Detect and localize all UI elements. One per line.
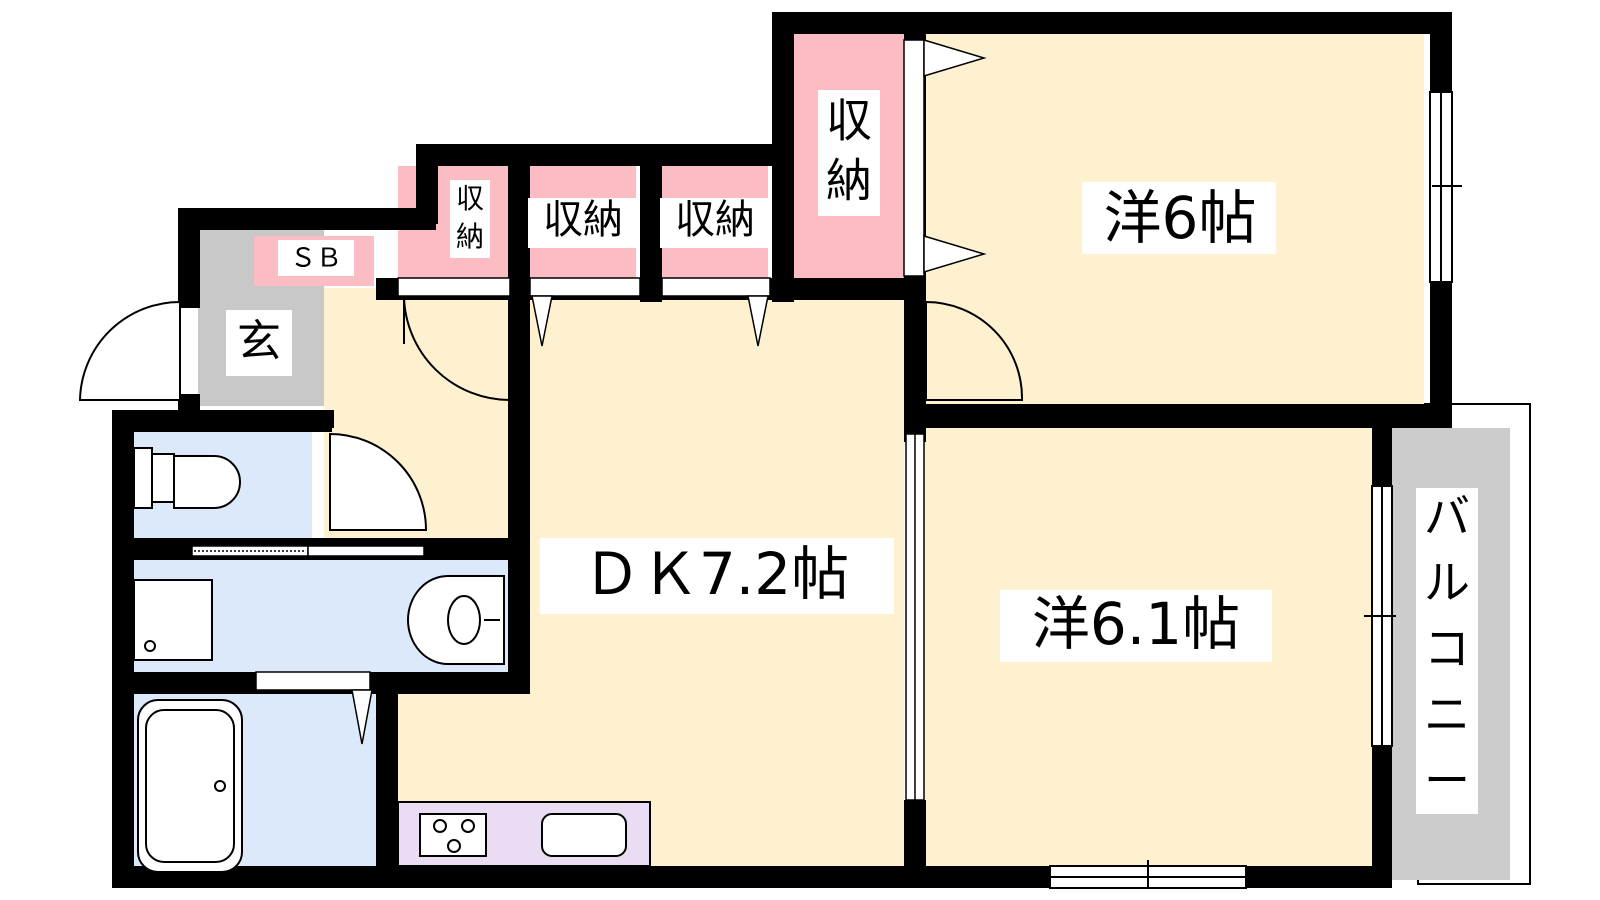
balcony-label-3: コ: [1424, 622, 1470, 676]
storage-small-label-2: 納: [456, 220, 484, 253]
entrance-label: 玄: [237, 316, 281, 367]
windows: [191, 91, 1462, 889]
storage-small-label-1: 収: [456, 182, 484, 215]
balcony-label-4: ニ: [1424, 688, 1470, 742]
toilet-fixture: [133, 447, 241, 509]
doors: [78, 295, 1024, 531]
storage-tall-label-1: 収: [826, 94, 872, 148]
western-room-1-label: 洋6帖: [1104, 184, 1257, 252]
western-room-2-label: 洋6.1帖: [1032, 590, 1240, 658]
storage-doors: [255, 38, 987, 745]
room-labels: 洋6帖 洋6.1帖 ＤＫ7.2帖 玄 ＳＢ 収 納 収納 収納 収 納 バ ル …: [226, 90, 1478, 814]
balcony-label-1: バ: [1424, 490, 1470, 544]
kitchen-counter: [397, 801, 651, 867]
storage-tall-label-2: 納: [826, 154, 872, 208]
storage-a-label: 収納: [543, 197, 623, 243]
bathtub: [137, 699, 243, 873]
storage-b-label: 収納: [675, 197, 755, 243]
dining-kitchen-label: ＤＫ7.2帖: [583, 540, 849, 608]
balcony-label-5: ー: [1424, 754, 1470, 808]
washroom-fixtures: [133, 575, 505, 665]
balcony-label-2: ル: [1424, 556, 1470, 610]
shoe-box-label: ＳＢ: [290, 244, 342, 274]
